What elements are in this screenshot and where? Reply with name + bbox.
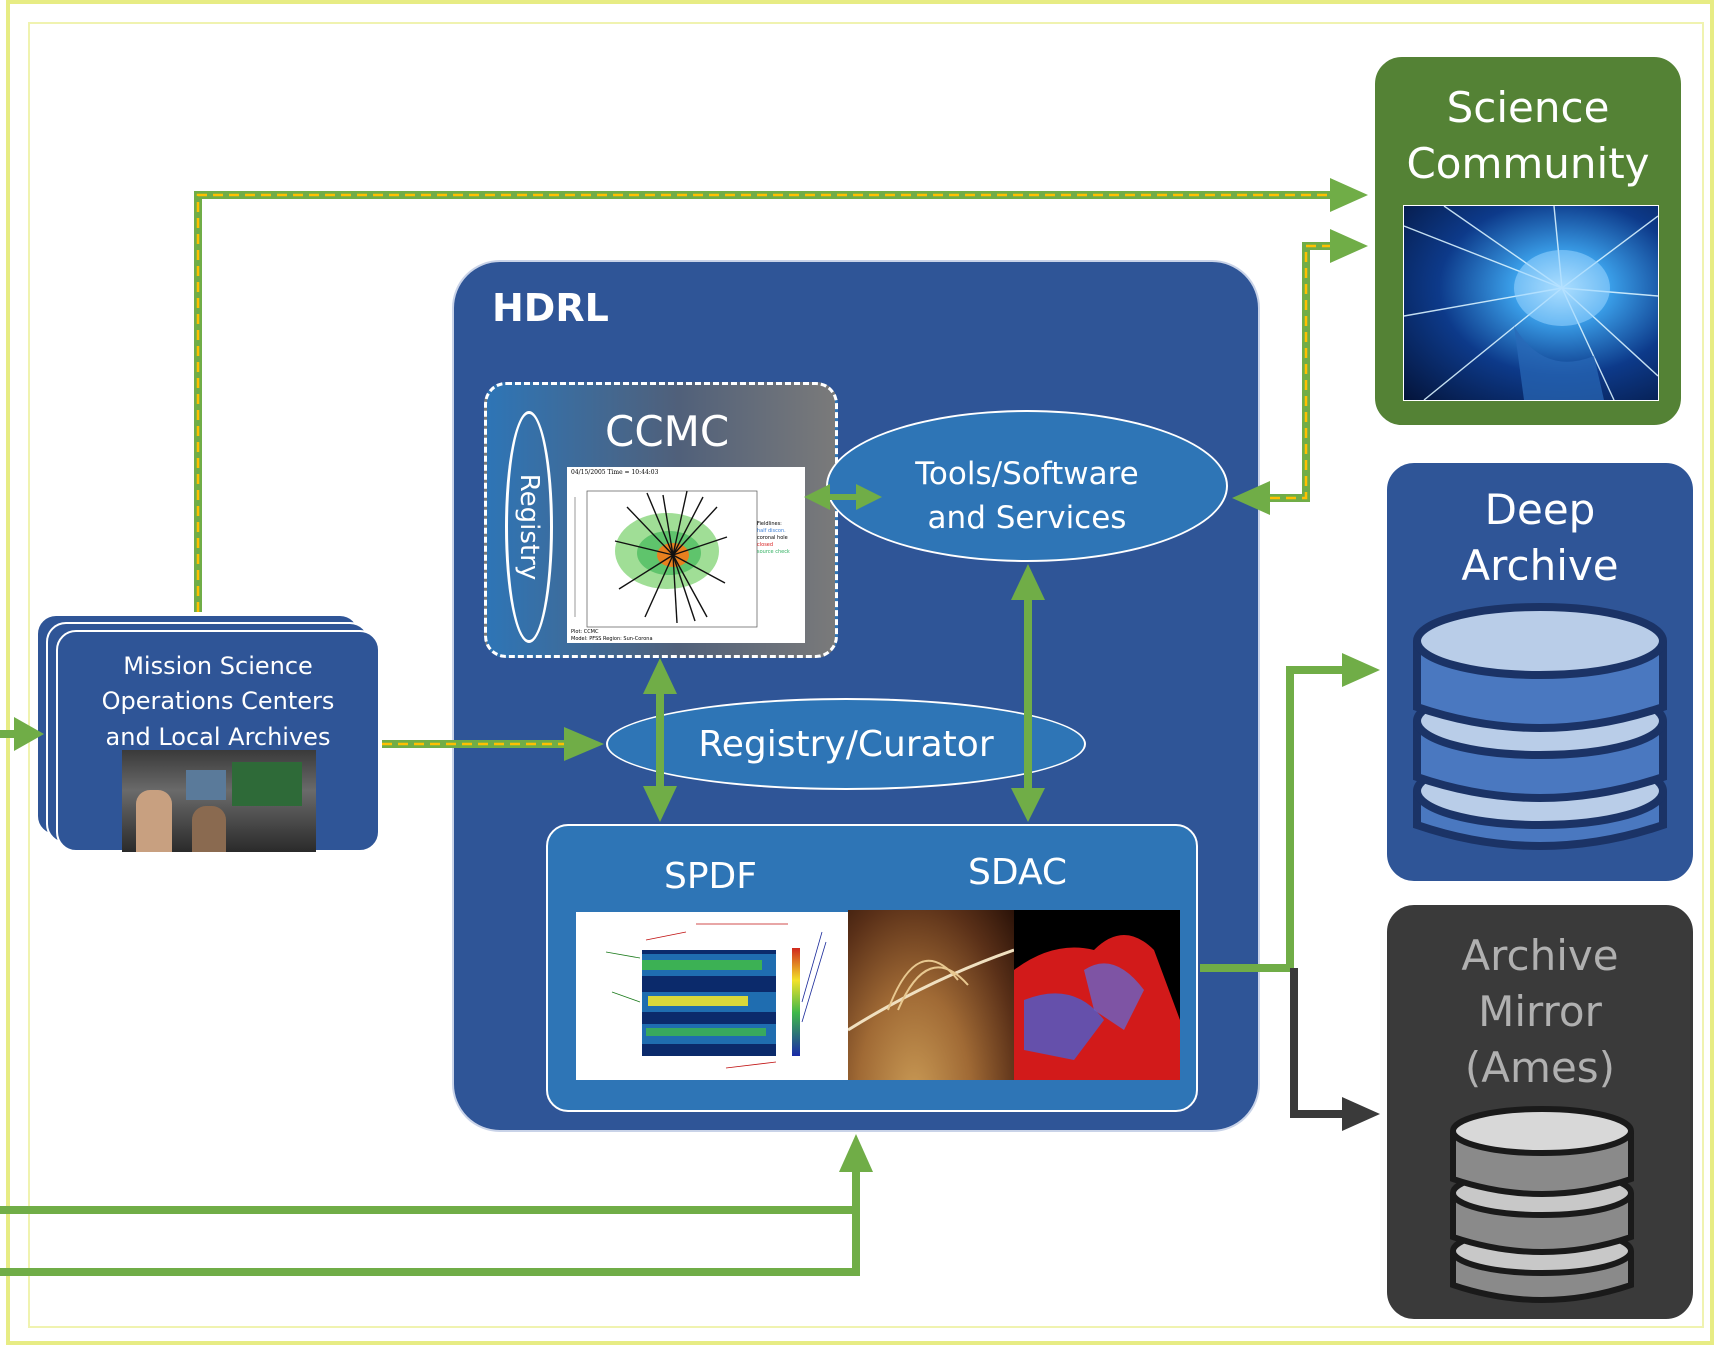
spdf-sdac-box[interactable]: SPDF SDAC	[546, 824, 1198, 1112]
database-gray-icon	[1450, 1106, 1634, 1303]
mission-monitor	[232, 762, 302, 806]
ccmc-title: CCMC	[605, 407, 730, 456]
arrow-mission-to-registry	[382, 727, 604, 761]
deep-archive-line1: Deep	[1484, 485, 1596, 534]
sdac-solar-image-2	[1014, 910, 1180, 1080]
sdac-label: SDAC	[968, 852, 1068, 893]
ccmc-plot-header: 04/15/2005 Time = 10:44:03	[571, 469, 659, 476]
ccmc-legend-item: coronal hole	[757, 535, 788, 541]
registry-curator-label: Registry/Curator	[698, 724, 994, 765]
brain-network-drawing	[1404, 206, 1658, 400]
ccmc-legend-title: Fieldlines:	[757, 521, 782, 527]
archive-mirror-line2: Mirror	[1478, 987, 1602, 1036]
ccmc-plot-footer-1: Plot: CCMC	[571, 629, 599, 635]
tools-line2: and Services	[927, 500, 1127, 536]
arrow-bottom-to-hdrl	[0, 1134, 873, 1276]
ccmc-legend-item: source check	[757, 549, 790, 555]
mission-line1: Mission Science	[123, 652, 313, 680]
science-community-line1: Science	[1446, 83, 1610, 132]
science-community-line2: Community	[1406, 139, 1650, 188]
arrow-ccmc-tools	[804, 484, 882, 510]
archive-mirror-line3: (Ames)	[1464, 1043, 1616, 1092]
ccmc-plot-footer-2: Model: PFSS Region: Sun-Corona	[571, 636, 653, 642]
spdf-spectrogram-image	[576, 912, 848, 1080]
brain-network-image	[1403, 205, 1659, 401]
spdf-label: SPDF	[664, 856, 757, 897]
inner-frame	[28, 22, 1704, 1328]
ccmc-box[interactable]: CCMC Registry 04/15/2005 Time = 10:44:03…	[484, 382, 838, 658]
sdac-solar-image-1	[848, 910, 1014, 1080]
spdf-spectrogram-drawing	[605, 923, 827, 1069]
arrow-left-to-mission	[0, 717, 44, 751]
science-community-box[interactable]: Science Community	[1372, 54, 1684, 428]
tools-line1: Tools/Software	[915, 456, 1139, 492]
arrow-tools-science	[1232, 229, 1368, 515]
mission-person	[136, 790, 172, 852]
mission-person	[192, 806, 226, 852]
ccmc-legend-item: closed	[757, 542, 774, 548]
ccmc-legend: Fieldlines: half discon. coronal hole cl…	[757, 521, 803, 556]
mission-line2: Operations Centers	[101, 687, 335, 715]
ccmc-plot-image: 04/15/2005 Time = 10:44:03 Fieldlines: h…	[567, 467, 805, 643]
arrow-hdrl-to-archives	[1200, 653, 1380, 1131]
sdac-solar-drawing	[1014, 935, 1180, 1080]
mission-line3: and Local Archives	[105, 723, 331, 751]
mission-science-box[interactable]: Mission Science Operations Centers and L…	[56, 630, 380, 852]
ccmc-legend-item: half discon.	[757, 528, 786, 534]
deep-archive-line2: Archive	[1461, 541, 1619, 590]
deep-archive-box[interactable]: Deep Archive	[1384, 460, 1696, 884]
archive-mirror-line1: Archive	[1461, 931, 1619, 980]
database-icon	[1413, 603, 1667, 850]
archive-mirror-box[interactable]: Archive Mirror (Ames)	[1384, 902, 1696, 1322]
registry-curator-ellipse[interactable]: Registry/Curator	[606, 698, 1086, 790]
arrow-mission-to-science	[194, 178, 1368, 612]
arrow-ccmc-registry	[643, 658, 677, 822]
hdrl-label: HDRL	[492, 286, 609, 330]
mission-monitor	[186, 770, 226, 800]
tools-software-ellipse[interactable]: Tools/Software and Services	[826, 410, 1228, 562]
mission-control-room-image	[122, 750, 316, 852]
sdac-solar-loops	[848, 948, 1014, 1032]
arrow-tools-sdac	[1011, 564, 1045, 822]
ccmc-registry-ellipse[interactable]: Registry	[505, 411, 553, 643]
ccmc-plot-drawing	[574, 490, 758, 628]
